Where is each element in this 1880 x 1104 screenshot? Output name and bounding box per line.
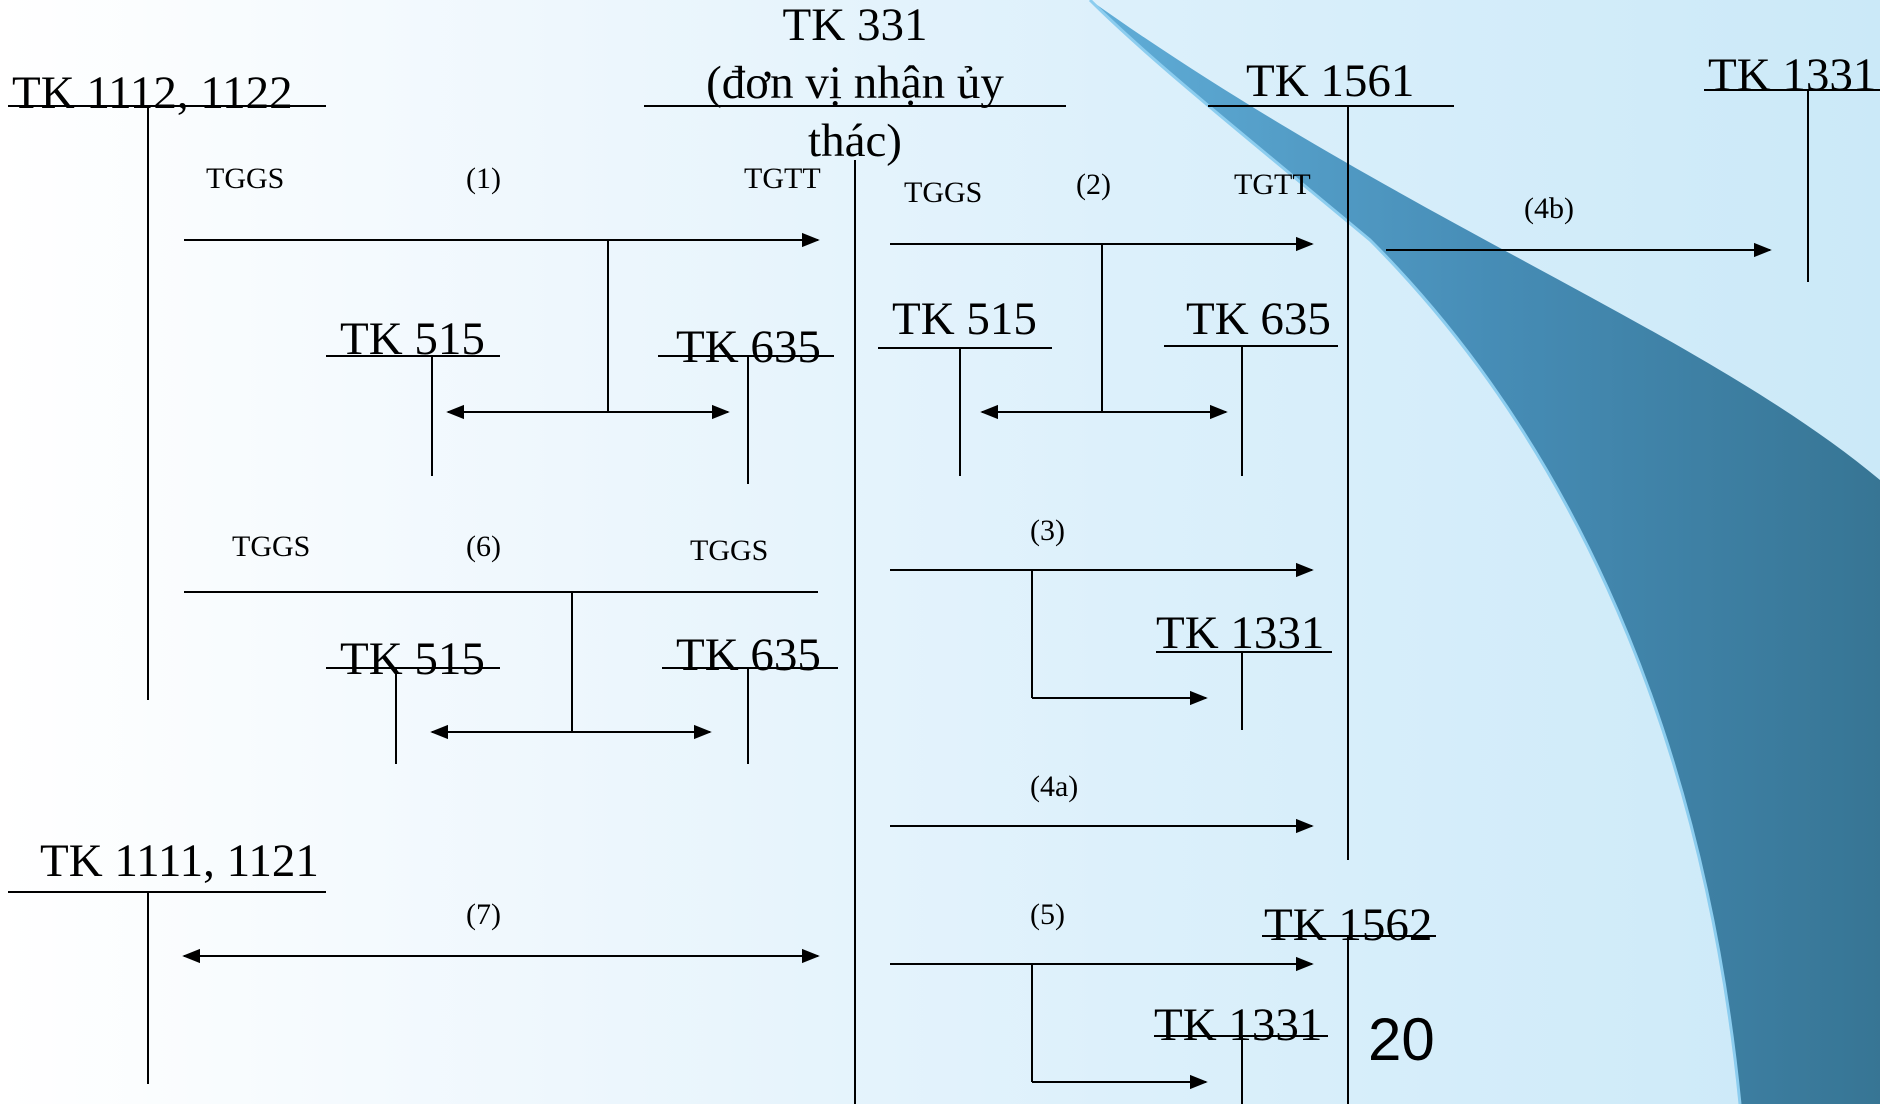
account-tk-1111-1121: TK 1111, 1121 — [40, 835, 319, 887]
label-step-1: (1) — [466, 162, 501, 195]
decorative-swoosh-edge — [1088, 0, 1742, 1104]
account-tk-515-b: TK 515 — [892, 293, 1037, 345]
label-tgtt-1: TGTT — [744, 162, 821, 195]
account-tk-331-subtitle: (đơn vị nhận ủy — [706, 57, 1004, 109]
label-tgtt-2: TGTT — [1234, 168, 1311, 201]
t-account-lines — [8, 89, 1880, 1104]
flow-arrows — [182, 232, 1772, 1090]
label-step-3: (3) — [1030, 514, 1065, 547]
label-tggs-6a: TGGS — [232, 530, 310, 563]
label-step-5: (5) — [1030, 898, 1065, 931]
account-tk-331-subtitle-cont: thác) — [808, 115, 902, 167]
label-step-7: (7) — [466, 898, 501, 931]
account-tk-1331-top: TK 1331 — [1708, 49, 1876, 101]
label-step-6: (6) — [466, 530, 501, 563]
label-step-4b: (4b) — [1524, 192, 1574, 225]
page-number: 20 — [1368, 1006, 1435, 1073]
decorative-swoosh — [1090, 0, 1880, 1104]
label-step-2: (2) — [1076, 168, 1111, 201]
account-tk-331-title: TK 331 — [783, 0, 928, 51]
account-tk-1331-mid: TK 1331 — [1156, 607, 1324, 659]
label-tggs-2: TGGS — [904, 176, 982, 209]
label-tggs-1: TGGS — [206, 162, 284, 195]
account-tk-515-c: TK 515 — [340, 633, 485, 685]
account-tk-1331-bottom: TK 1331 — [1154, 999, 1322, 1051]
label-tggs-6b: TGGS — [690, 534, 768, 567]
account-tk-1561: TK 1561 — [1246, 55, 1414, 107]
account-tk-635-b: TK 635 — [1186, 293, 1331, 345]
account-tk-515-a: TK 515 — [340, 313, 485, 365]
account-tk-1112-1122: TK 1112, 1122 — [12, 67, 293, 119]
label-step-4a: (4a) — [1030, 770, 1078, 803]
